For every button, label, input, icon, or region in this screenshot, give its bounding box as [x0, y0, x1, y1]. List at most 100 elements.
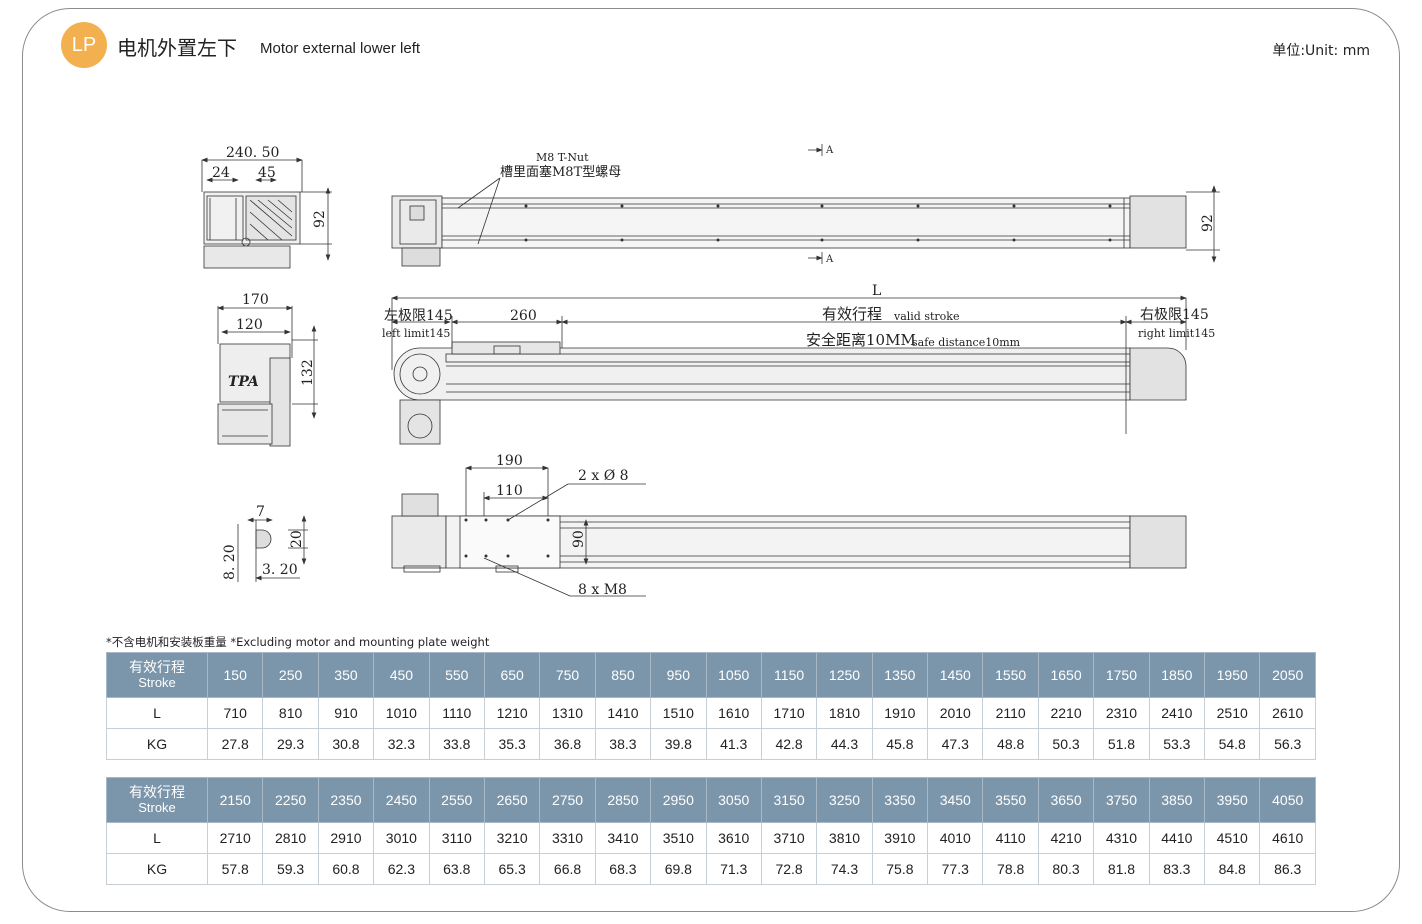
weight-cell: 56.3 — [1259, 728, 1316, 760]
unit-label: 单位:Unit: mm — [1272, 43, 1370, 59]
weight-cell: 65.3 — [483, 853, 541, 885]
stroke-cell: 250 — [262, 652, 319, 698]
length-cell: 1210 — [483, 697, 541, 729]
length-cell: 1810 — [816, 697, 873, 729]
length-cell: 2410 — [1148, 697, 1206, 729]
stroke-cell: 2050 — [1259, 652, 1316, 698]
weight-cell: 86.3 — [1259, 853, 1316, 885]
stroke-header-en: Stroke — [138, 800, 176, 815]
dim-92-left: 92 — [312, 210, 328, 228]
side-view-left — [217, 305, 318, 447]
length-cell: 2210 — [1037, 697, 1095, 729]
weight-cell: 71.3 — [705, 853, 762, 885]
dim-L: L — [872, 283, 881, 299]
stroke-cell: 2250 — [262, 777, 319, 823]
right-limit-en: right limit145 — [1138, 327, 1215, 340]
dim-120: 120 — [236, 317, 263, 333]
stroke-cell: 550 — [428, 652, 485, 698]
holes-label: 2 x Ø 8 — [578, 468, 629, 484]
stroke-cell: 2350 — [317, 777, 375, 823]
length-cell: 4110 — [982, 822, 1039, 854]
stroke-cell: 3150 — [760, 777, 818, 823]
m8-label: 8 x M8 — [578, 582, 627, 598]
dim-170: 170 — [242, 292, 269, 308]
stroke-cell: 3450 — [927, 777, 984, 823]
weight-cell: 35.3 — [483, 728, 541, 760]
weight-cell: 30.8 — [317, 728, 375, 760]
length-cell: 710 — [206, 697, 264, 729]
safe-distance-cn: 安全距离10MM — [806, 331, 916, 349]
length-cell: 2510 — [1204, 697, 1261, 729]
length-cell: 3610 — [705, 822, 762, 854]
length-cell: 4610 — [1259, 822, 1316, 854]
stroke-cell: 2850 — [594, 777, 652, 823]
dim-132: 132 — [300, 359, 316, 386]
weight-cell: 48.8 — [982, 728, 1039, 760]
stroke-cell: 3750 — [1093, 777, 1150, 823]
weight-cell: 39.8 — [650, 728, 707, 760]
stroke-cell: 1450 — [927, 652, 984, 698]
stroke-cell: 3550 — [982, 777, 1039, 823]
left-limit-cn: 左极限145 — [384, 308, 453, 324]
stroke-cell: 2950 — [650, 777, 707, 823]
weight-label-cell: KG — [106, 728, 208, 760]
stroke-cell: 3350 — [871, 777, 929, 823]
stroke-header-cn: 有效行程 — [129, 784, 185, 800]
stroke-cell: 1250 — [816, 652, 873, 698]
weight-cell: 47.3 — [927, 728, 984, 760]
weight-cell: 72.8 — [760, 853, 818, 885]
stroke-cell: 3250 — [816, 777, 873, 823]
length-cell: 4010 — [927, 822, 984, 854]
length-cell: 3910 — [871, 822, 929, 854]
weight-cell: 77.3 — [927, 853, 984, 885]
lp-badge: LP — [61, 22, 107, 68]
length-cell: 3010 — [373, 822, 430, 854]
bottom-view — [391, 465, 1187, 597]
dim-92-right: 92 — [1200, 214, 1216, 232]
length-cell: 1610 — [705, 697, 762, 729]
weight-cell: 53.3 — [1148, 728, 1206, 760]
stroke-cell: 2550 — [428, 777, 485, 823]
weight-cell: 45.8 — [871, 728, 929, 760]
length-cell: 3710 — [760, 822, 818, 854]
weight-cell: 62.3 — [373, 853, 430, 885]
stroke-cell: 2650 — [483, 777, 541, 823]
stroke-cell: 1150 — [760, 652, 818, 698]
stroke-cell: 2450 — [373, 777, 430, 823]
length-cell: 1710 — [760, 697, 818, 729]
dim-3-20: 3. 20 — [262, 562, 298, 578]
dim-110: 110 — [496, 483, 523, 499]
stroke-cell: 350 — [317, 652, 375, 698]
stroke-cell: 3850 — [1148, 777, 1206, 823]
length-cell: 810 — [262, 697, 319, 729]
length-cell: 910 — [317, 697, 375, 729]
length-cell: 2810 — [262, 822, 319, 854]
length-cell: 4410 — [1148, 822, 1206, 854]
top-view — [391, 144, 1220, 267]
length-cell: 1410 — [594, 697, 652, 729]
length-cell: 2910 — [317, 822, 375, 854]
length-cell: 2110 — [982, 697, 1039, 729]
page-title-cn: 电机外置左下 — [117, 36, 237, 60]
stroke-cell: 1050 — [705, 652, 762, 698]
dim-7: 7 — [256, 504, 265, 520]
dim-24: 24 — [212, 165, 230, 181]
weight-cell: 38.3 — [594, 728, 652, 760]
weight-cell: 63.8 — [428, 853, 485, 885]
length-cell: 2010 — [927, 697, 984, 729]
tnut-label-en: M8 T-Nut — [536, 151, 589, 164]
end-view-top — [201, 157, 332, 269]
valid-stroke-cn: 有效行程 — [822, 305, 882, 323]
length-cell: 3810 — [816, 822, 873, 854]
weight-cell: 81.8 — [1093, 853, 1150, 885]
page-frame — [22, 8, 1400, 912]
dim-190: 190 — [496, 453, 523, 469]
length-cell: 1510 — [650, 697, 707, 729]
weight-cell: 80.3 — [1037, 853, 1095, 885]
left-limit-en: left limit145 — [382, 327, 450, 340]
